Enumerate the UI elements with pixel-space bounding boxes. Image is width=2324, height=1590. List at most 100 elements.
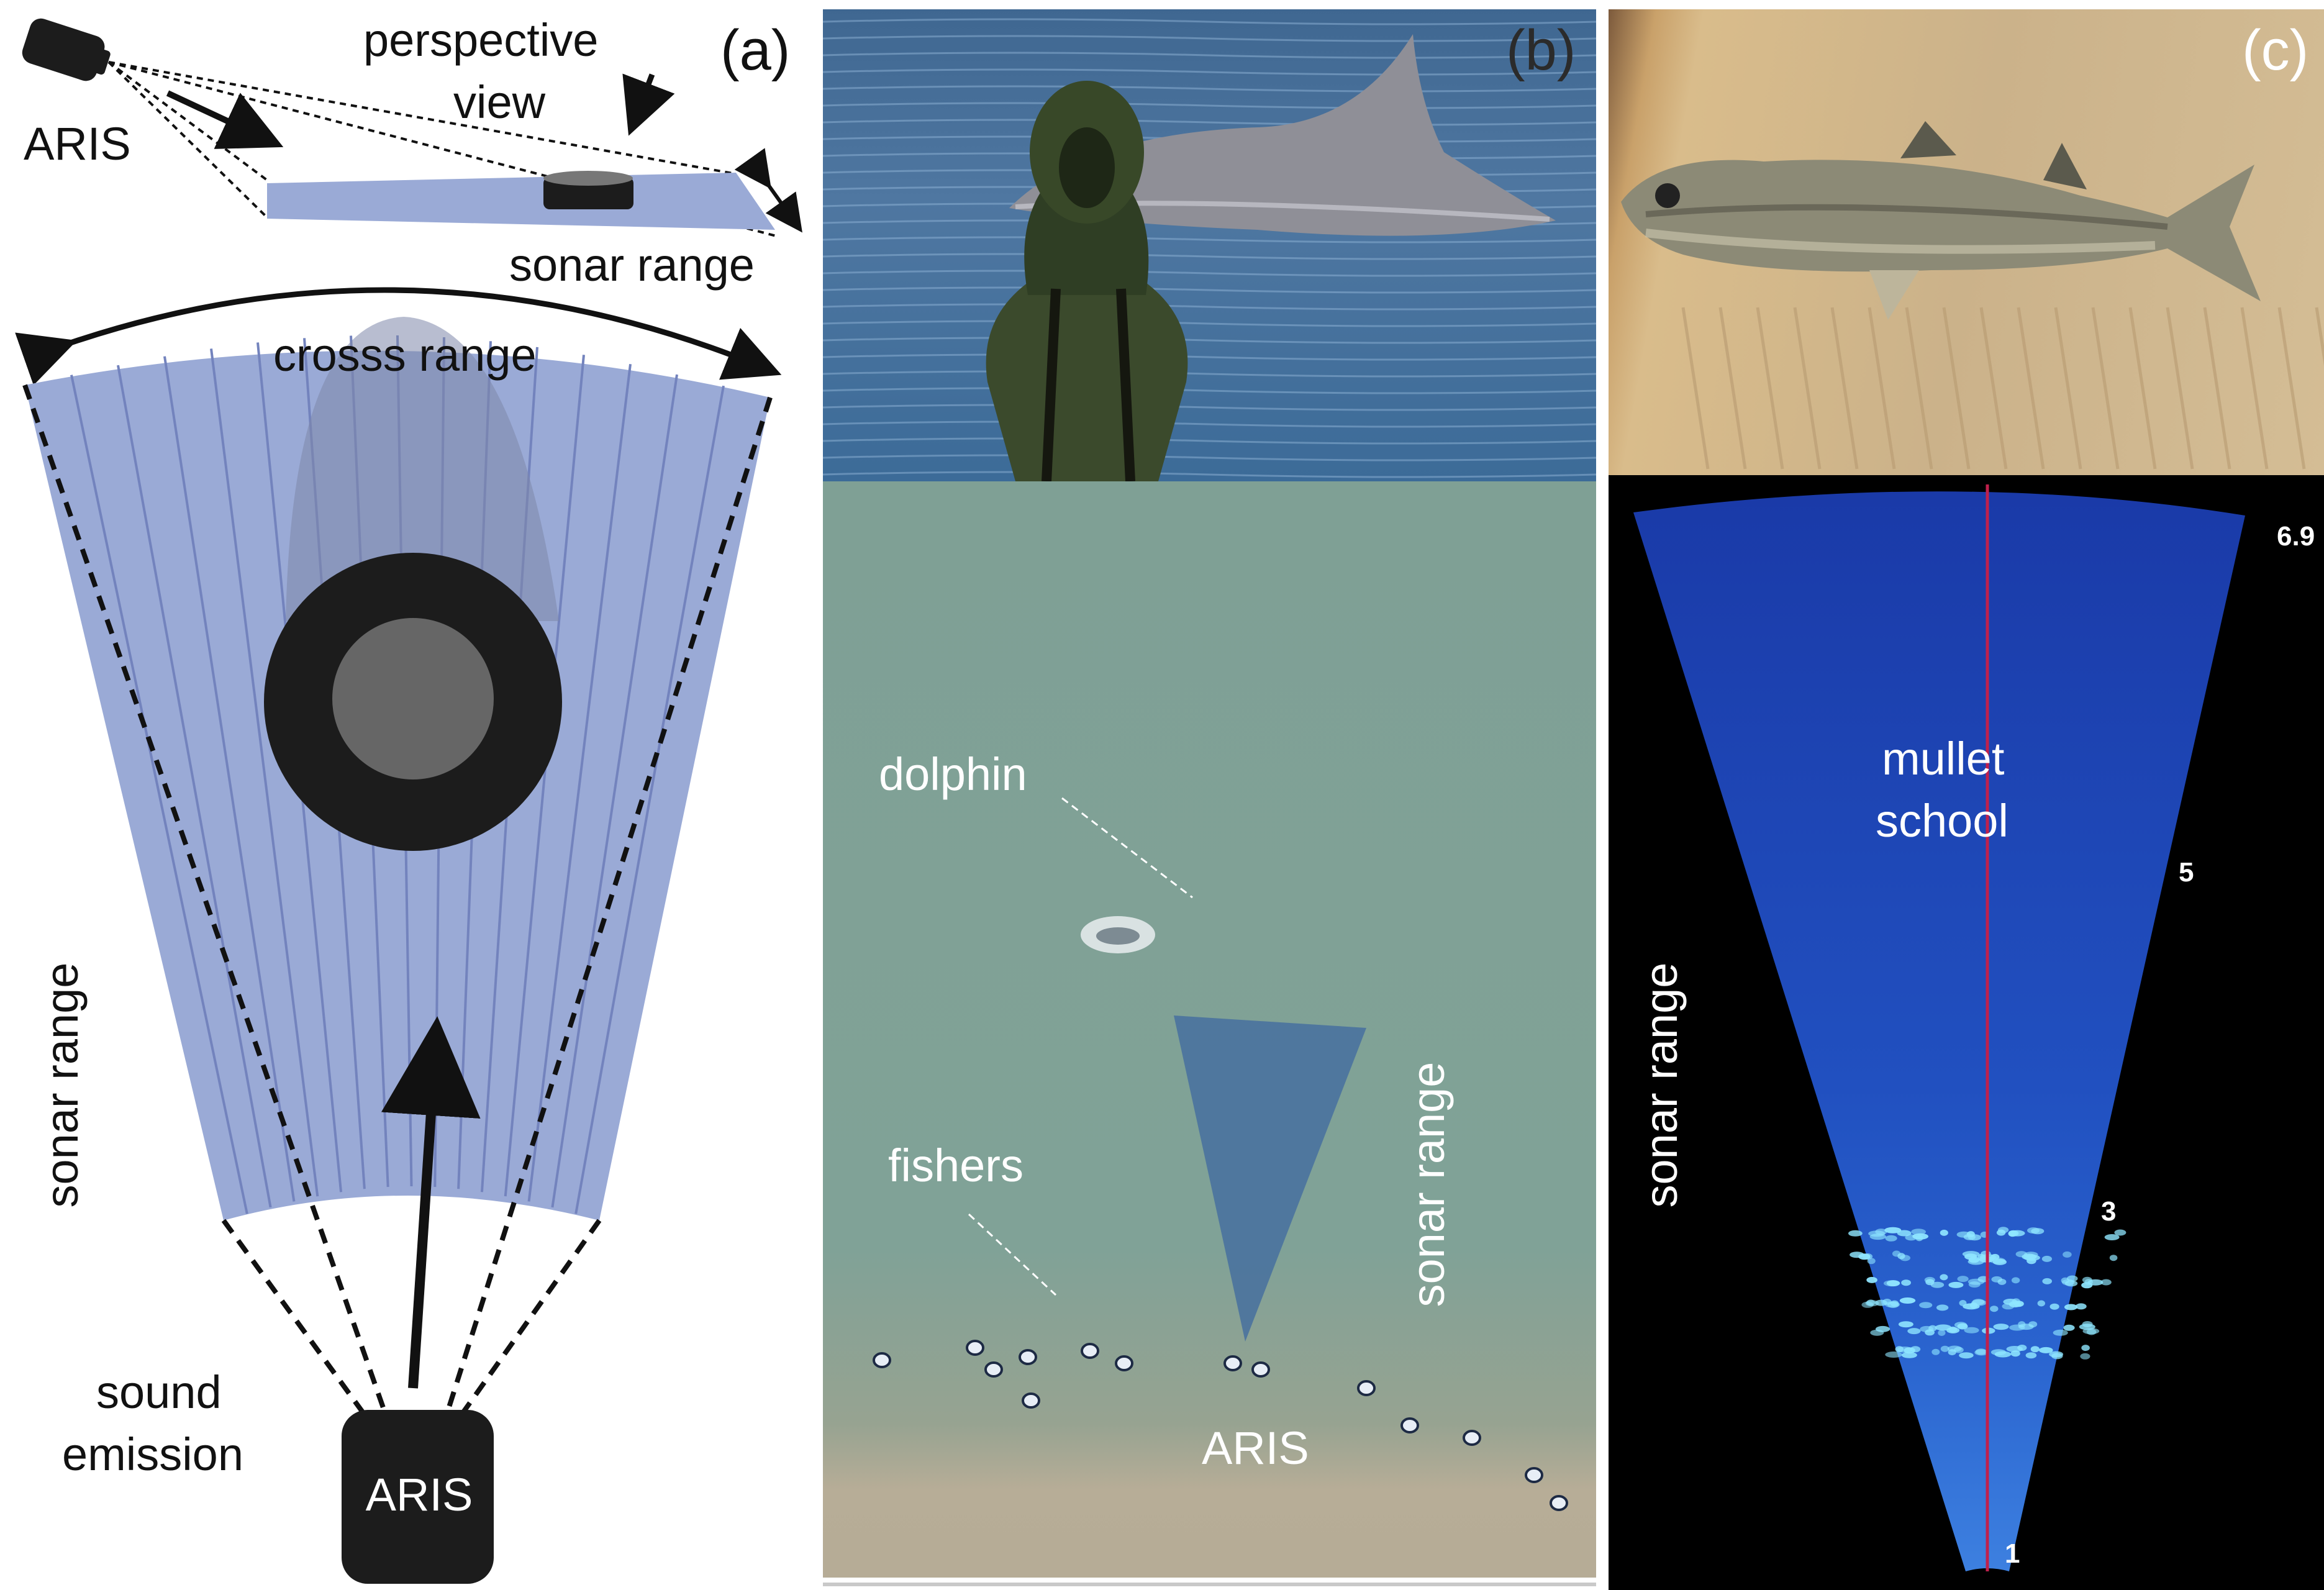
fisher-dot (1022, 1392, 1040, 1409)
echo-blip (2064, 1304, 2078, 1311)
sonar-image (1609, 475, 2324, 1590)
echo-blip (1940, 1345, 1950, 1352)
fan-beam-line (504, 355, 585, 1197)
echo-blip (1992, 1258, 2007, 1265)
water-ripple (823, 85, 1596, 93)
perspective-beam (267, 173, 775, 230)
echo-blip (2100, 1279, 2112, 1286)
fishers-label: fishers (888, 1140, 1024, 1191)
echo-blip (2081, 1345, 2090, 1352)
echo-blip (2114, 1229, 2127, 1236)
echo-blip (1866, 1299, 1876, 1306)
echo-blip (1936, 1304, 1949, 1311)
sand-track (1942, 307, 1971, 470)
fisher-dot (966, 1340, 984, 1356)
echo-blip (1897, 1230, 1912, 1237)
water-ripple (823, 320, 1596, 327)
echo-blip (1875, 1229, 1887, 1235)
sand-track (1793, 307, 1822, 470)
echo-blip (1858, 1253, 1871, 1260)
echo-blip (1928, 1325, 1937, 1332)
aris-device (342, 1410, 494, 1584)
sand-track (2277, 307, 2306, 470)
echo-blip (1886, 1280, 1900, 1287)
water-ripple (823, 337, 1596, 344)
water-ripple (823, 370, 1596, 378)
perspective-disk-icon (543, 171, 633, 209)
echo-blip (2041, 1255, 2052, 1262)
echo-blip (2042, 1278, 2052, 1284)
mullet-label-2: school (1876, 795, 2009, 847)
water-ripple (823, 68, 1596, 76)
echo-blip (2104, 1234, 2120, 1240)
detection-plume (286, 317, 559, 621)
water-ripple (823, 270, 1596, 277)
sand-track (2091, 307, 2120, 470)
echo-blip (1990, 1349, 2006, 1356)
range-tick-6-9: 6.9 (2277, 521, 2315, 552)
echo-blip (1938, 1330, 1946, 1336)
echo-blip (1930, 1281, 1945, 1288)
water-ripple (823, 52, 1596, 59)
fisher-dots (873, 1340, 1568, 1511)
fisher-dot (1400, 1417, 1419, 1433)
cross-range-arrow (15, 287, 782, 386)
range-tick-1: 1 (2005, 1538, 2020, 1569)
echo-blip (1974, 1349, 1989, 1356)
echo-blip (1907, 1328, 1921, 1335)
water-ripple (823, 420, 1596, 428)
sonar-range-side-label: sonar range (36, 962, 88, 1208)
water-ripple (823, 35, 1596, 42)
echo-blip (1997, 1278, 2007, 1285)
sonar-range-label-c: sonar range (1635, 962, 1687, 1208)
echo-blip (1898, 1321, 1913, 1328)
echo-blip (2063, 1251, 2072, 1258)
echo-blip (2082, 1276, 2092, 1283)
sand-track (2054, 307, 2082, 470)
fan-beam-line (527, 364, 632, 1202)
echo-blip (1885, 1235, 1897, 1242)
panel-c-tag: (c) (2242, 19, 2309, 82)
echo-blip (2086, 1329, 2097, 1335)
sand-track (2240, 307, 2269, 470)
echo-blip (1957, 1323, 1968, 1330)
fisher-dot (1550, 1495, 1568, 1511)
water-ripple (823, 18, 1596, 25)
echo-blip (1867, 1258, 1876, 1265)
echo-blip (2082, 1321, 2093, 1327)
mullet-fish-shape (1621, 160, 2261, 301)
echo-blip (2011, 1277, 2020, 1284)
echo-blip (1964, 1327, 1979, 1333)
sound-label-1: sound (96, 1366, 222, 1418)
small-aris-device (22, 18, 111, 81)
sand-track (1718, 307, 1747, 470)
water-ripple (823, 303, 1596, 311)
echo-blip (1998, 1227, 2009, 1233)
echo-blip (1957, 1276, 1969, 1283)
echo-blip (1940, 1274, 1948, 1281)
echo-blip (1884, 1301, 1900, 1308)
echo-blip (1900, 1255, 1910, 1261)
aerial-sonar-beam (1174, 1015, 1366, 1342)
water-ripple (823, 102, 1596, 109)
echo-blip (1925, 1279, 1935, 1286)
perspective-label-2: view (453, 76, 546, 128)
echo-blip (2037, 1300, 2045, 1307)
aerial-aris-label: ARIS (1202, 1422, 1309, 1474)
water-ripple (823, 353, 1596, 361)
aerial-sonar-range-label: sonar range (1402, 1061, 1454, 1307)
fish-photo (1609, 9, 2324, 475)
echo-blip (1848, 1230, 1863, 1237)
panel-b-divider (823, 1583, 1596, 1586)
echo-blip (1885, 1352, 1903, 1358)
echo-blip (1866, 1276, 1877, 1283)
echo-blip (1946, 1327, 1960, 1333)
sand-track (1681, 307, 1710, 470)
echo-blip (1969, 1302, 1978, 1309)
echo-blip (2061, 1279, 2075, 1286)
water-ripple (823, 236, 1596, 243)
fisher-dot (1223, 1355, 1242, 1371)
panel-b-tag: (b) (1506, 19, 1576, 82)
echo-blip (2080, 1353, 2090, 1360)
echo-blip (2025, 1352, 2037, 1359)
